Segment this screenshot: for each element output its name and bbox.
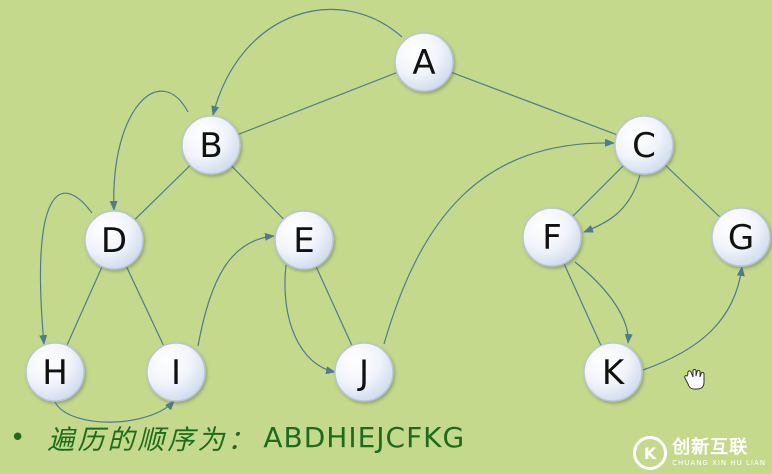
node-circle [614, 115, 674, 175]
node-g: G [711, 207, 771, 267]
node-label: A [412, 43, 435, 83]
bullet-icon: • [10, 422, 26, 453]
tree-edge-a-c [423, 61, 645, 146]
traversal-caption: • 遍历的顺序为： ABDHIEJCFKG [10, 418, 465, 457]
node-circle [711, 207, 771, 267]
node-label: K [602, 353, 626, 393]
node-label: E [293, 221, 314, 261]
node-circle [522, 207, 582, 267]
watermark-name-cn: 创新互联 [672, 437, 749, 458]
traversal-arrow-i-e [197, 232, 275, 347]
node-circle [394, 32, 454, 92]
node-layer: A B C D E F G H I J K [25, 32, 771, 402]
node-i: I [146, 342, 206, 402]
node-k: K [583, 342, 643, 402]
node-f: F [522, 207, 582, 267]
node-label: B [199, 126, 222, 166]
node-label: J [357, 353, 369, 393]
traversal-arrow-h-i [54, 400, 175, 423]
tree-edges [54, 61, 742, 373]
node-circle [84, 210, 144, 270]
node-circle [274, 210, 334, 270]
node-a: A [394, 32, 454, 92]
watermark: K 创新互联 CHUANG XIN HU LIAN [633, 436, 766, 470]
traversal-arrow-a-b [211, 8, 403, 116]
node-label: H [42, 353, 68, 393]
tree-edge-a-b [210, 61, 425, 146]
node-label: D [101, 221, 127, 261]
node-d: D [84, 210, 144, 270]
node-b: B [181, 115, 241, 175]
node-circle [25, 342, 85, 402]
node-circle [146, 342, 206, 402]
node-circle [334, 342, 394, 402]
node-label: F [542, 218, 562, 258]
traversal-arrow-c-f [583, 174, 641, 233]
traversal-arrow-k-g [642, 266, 745, 371]
node-e: E [274, 210, 334, 270]
traversal-arrow-f-k [574, 261, 633, 344]
node-label: C [632, 126, 656, 166]
caption-label: 遍历的顺序为： [47, 425, 258, 456]
traversal-order: ABDHIEJCFKG [263, 421, 466, 454]
logo-icon: K [633, 436, 668, 470]
traversal-arrows [39, 8, 745, 423]
node-label: G [728, 218, 754, 258]
hand-cursor-icon [684, 369, 705, 390]
node-label: I [171, 353, 181, 393]
node-c: C [614, 115, 674, 175]
traversal-arrow-e-j [284, 264, 336, 375]
traversal-arrow-j-c [383, 138, 615, 345]
traversal-arrow-b-d [109, 90, 189, 211]
node-circle [181, 115, 241, 175]
node-circle [583, 342, 643, 402]
node-h: H [25, 342, 85, 402]
node-j: J [334, 342, 394, 402]
traversal-arrow-d-h [39, 192, 93, 345]
watermark-name-en: CHUANG XIN HU LIAN [672, 459, 766, 467]
